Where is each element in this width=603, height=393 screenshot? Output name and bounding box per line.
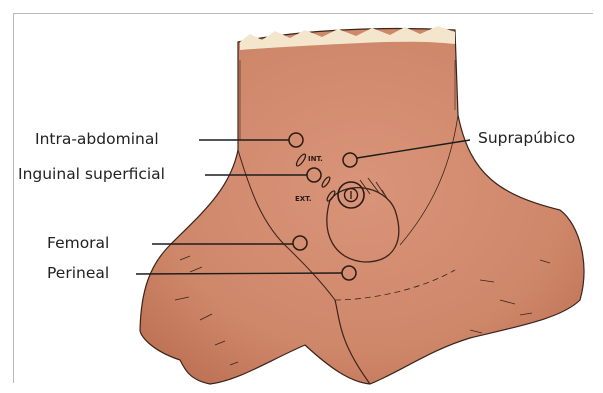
femoral-label: Femoral: [47, 236, 109, 252]
int-marking: INT.: [308, 155, 323, 163]
inguinal-superficial-label: Inguinal superficial: [18, 167, 165, 183]
intra-abdominal-label: Intra-abdominal: [35, 132, 159, 148]
suprapubico-label: Suprapúbico: [478, 131, 575, 147]
ext-marking: EXT.: [295, 195, 312, 203]
body-silhouette: [140, 29, 584, 385]
perineal-label: Perineal: [47, 266, 109, 282]
